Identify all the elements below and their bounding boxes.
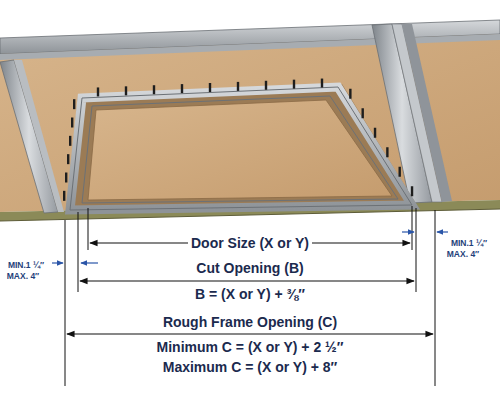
clearance-note: MAX. 4″ xyxy=(447,250,479,260)
dimension-label: Cut Opening (B) xyxy=(193,260,306,276)
dimension-label: Maximum C = (X or Y) + 8″ xyxy=(160,359,341,375)
dimension-label: Rough Frame Opening (C) xyxy=(160,314,340,330)
clearance-note: MIN.1 ¼″ xyxy=(8,261,44,271)
dimension-label: Minimum C = (X or Y) + 2 ½″ xyxy=(154,339,347,355)
clearance-note: MAX. 4″ xyxy=(7,272,39,282)
clearance-note: MIN.1 ¼″ xyxy=(451,239,487,249)
dimension-label: Door Size (X or Y) xyxy=(188,235,312,251)
dimension-label: B = (X or Y) + ⅜″ xyxy=(192,286,308,302)
